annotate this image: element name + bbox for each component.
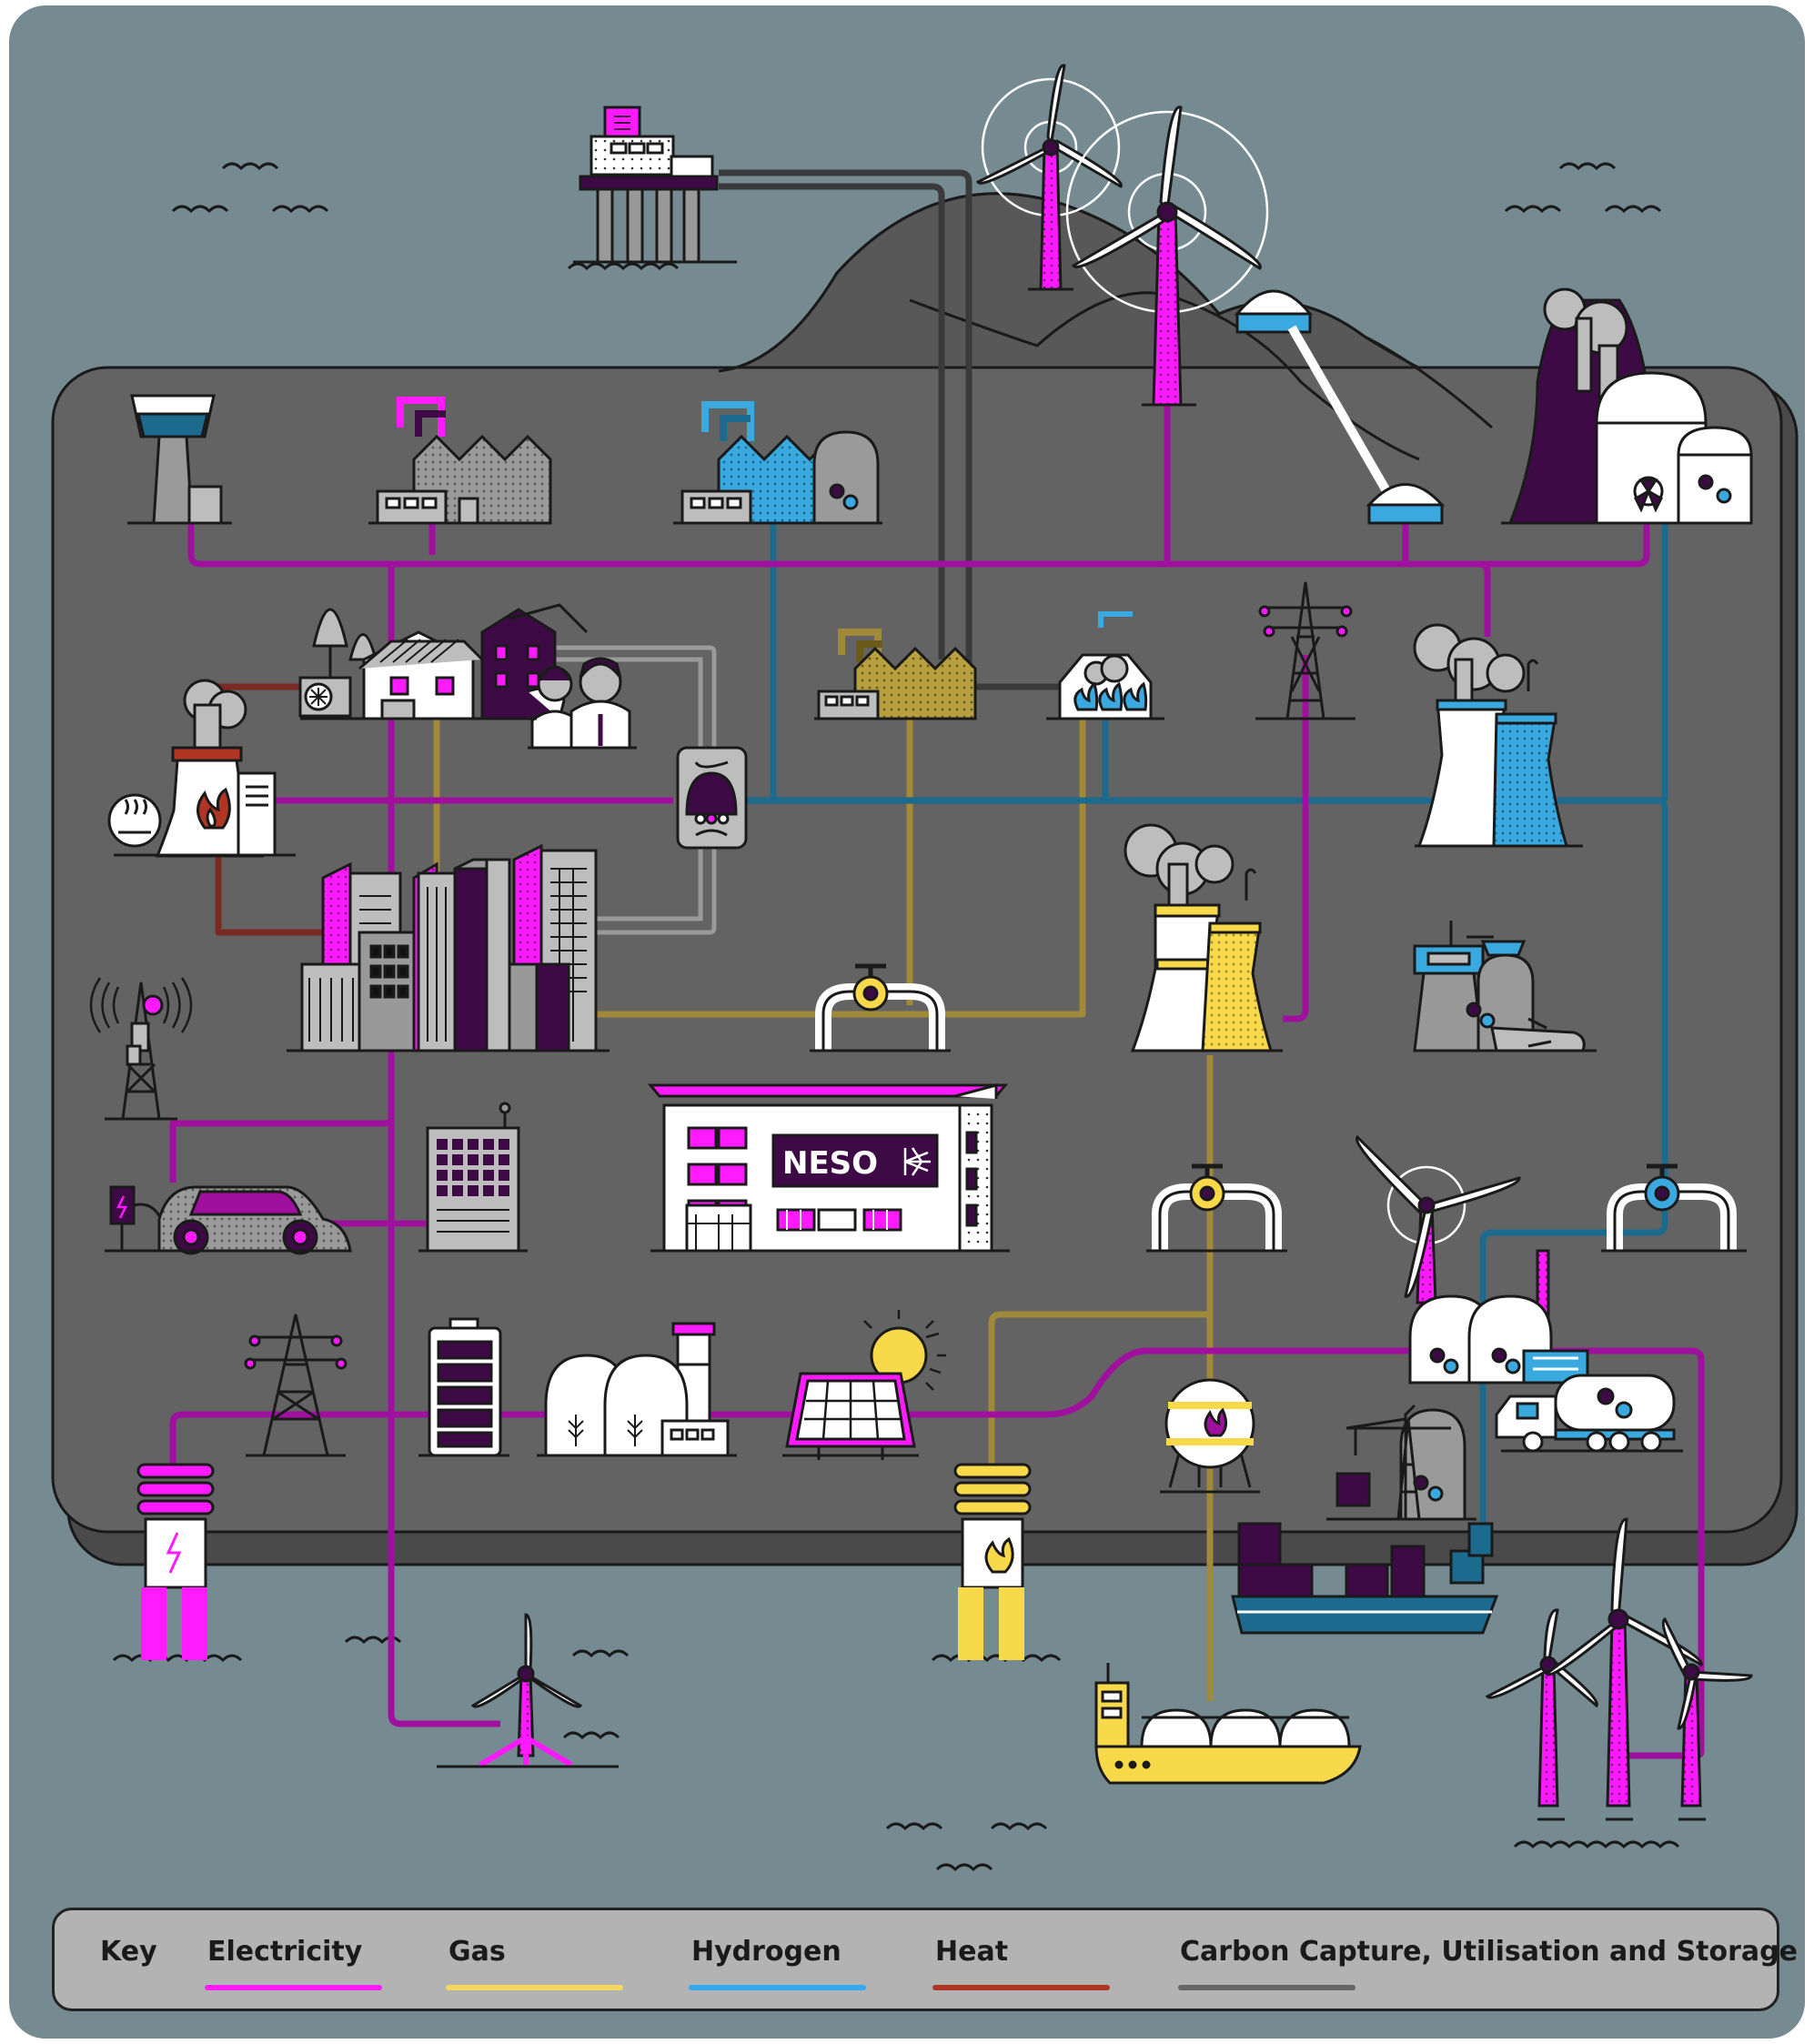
electricity-interconnector xyxy=(136,1463,215,1660)
electricity-pylon-upper xyxy=(1255,581,1355,720)
legend: Key Electricity Gas Hydrogen Heat Carbon… xyxy=(52,1908,1798,2011)
biomass-plant xyxy=(537,1322,737,1457)
smart-meter xyxy=(676,746,748,850)
gas-network xyxy=(433,719,1214,1701)
offshore-wind-farm xyxy=(1485,1517,1753,1821)
legend-swatch-gas xyxy=(446,1985,623,1990)
legend-label-heat: Heat xyxy=(935,1936,1009,1968)
hydrogen-production-plant xyxy=(1046,611,1164,720)
legend-title: Key xyxy=(100,1936,157,1968)
container-ship xyxy=(1231,1522,1499,1635)
hydrogen-plant-and-tanker xyxy=(1408,1249,1683,1453)
electricity-pylon-lower xyxy=(244,1314,348,1457)
floating-offshore-wind xyxy=(437,1613,619,1768)
legend-label-hydrogen: Hydrogen xyxy=(691,1936,841,1968)
legend-label-ccus: Carbon Capture, Utilisation and Storage xyxy=(1180,1936,1798,1968)
industrial-factory-hydrogen xyxy=(673,401,882,525)
gas-power-station xyxy=(1124,823,1283,1052)
legend-label-gas: Gas xyxy=(448,1936,506,1968)
electric-vehicle-charging xyxy=(105,1185,352,1255)
gas-valve-right xyxy=(1146,1163,1287,1253)
neso-control-centre: NESO xyxy=(647,1083,1010,1253)
legend-swatch-hydrogen xyxy=(689,1985,866,1990)
gas-valve-centre xyxy=(810,963,951,1052)
homes-and-consumers xyxy=(298,603,637,750)
legend-swatch-electricity xyxy=(205,1985,382,1990)
hydrogen-network xyxy=(746,509,1668,1546)
ccus-network xyxy=(719,169,1069,690)
gas-storage-sphere xyxy=(1160,1378,1260,1494)
onshore-wind-turbines xyxy=(976,64,1269,407)
water-tower xyxy=(127,394,232,525)
hydrogen-storage-domes xyxy=(1234,289,1446,525)
hydrogen-power-station xyxy=(1413,623,1583,848)
onshore-wind-turbine-lowland xyxy=(1355,1134,1521,1304)
telecom-mast xyxy=(89,977,193,1121)
offshore-oil-platform xyxy=(573,106,737,264)
legend-label-electricity: Electricity xyxy=(207,1936,363,1968)
industrial-factory-electric xyxy=(368,397,552,525)
energy-from-waste-plant xyxy=(107,679,296,858)
gas-interconnector xyxy=(953,1463,1032,1660)
lng-tanker xyxy=(1094,1663,1362,1785)
solar-farm xyxy=(782,1310,946,1460)
airport xyxy=(1413,921,1597,1052)
port-ccus-facility xyxy=(1326,1404,1476,1521)
nuclear-power-station xyxy=(1501,287,1753,525)
legend-swatch-heat xyxy=(932,1985,1110,1990)
industrial-factory-gas xyxy=(814,629,977,720)
battery-storage xyxy=(418,1317,509,1457)
data-centre xyxy=(418,1102,528,1253)
hydrogen-valve xyxy=(1601,1163,1747,1253)
electricity-network xyxy=(169,400,1705,1759)
neso-sign-text: NESO xyxy=(782,1145,878,1182)
legend-swatch-ccus xyxy=(1178,1985,1355,1990)
city-buildings xyxy=(287,843,610,1052)
